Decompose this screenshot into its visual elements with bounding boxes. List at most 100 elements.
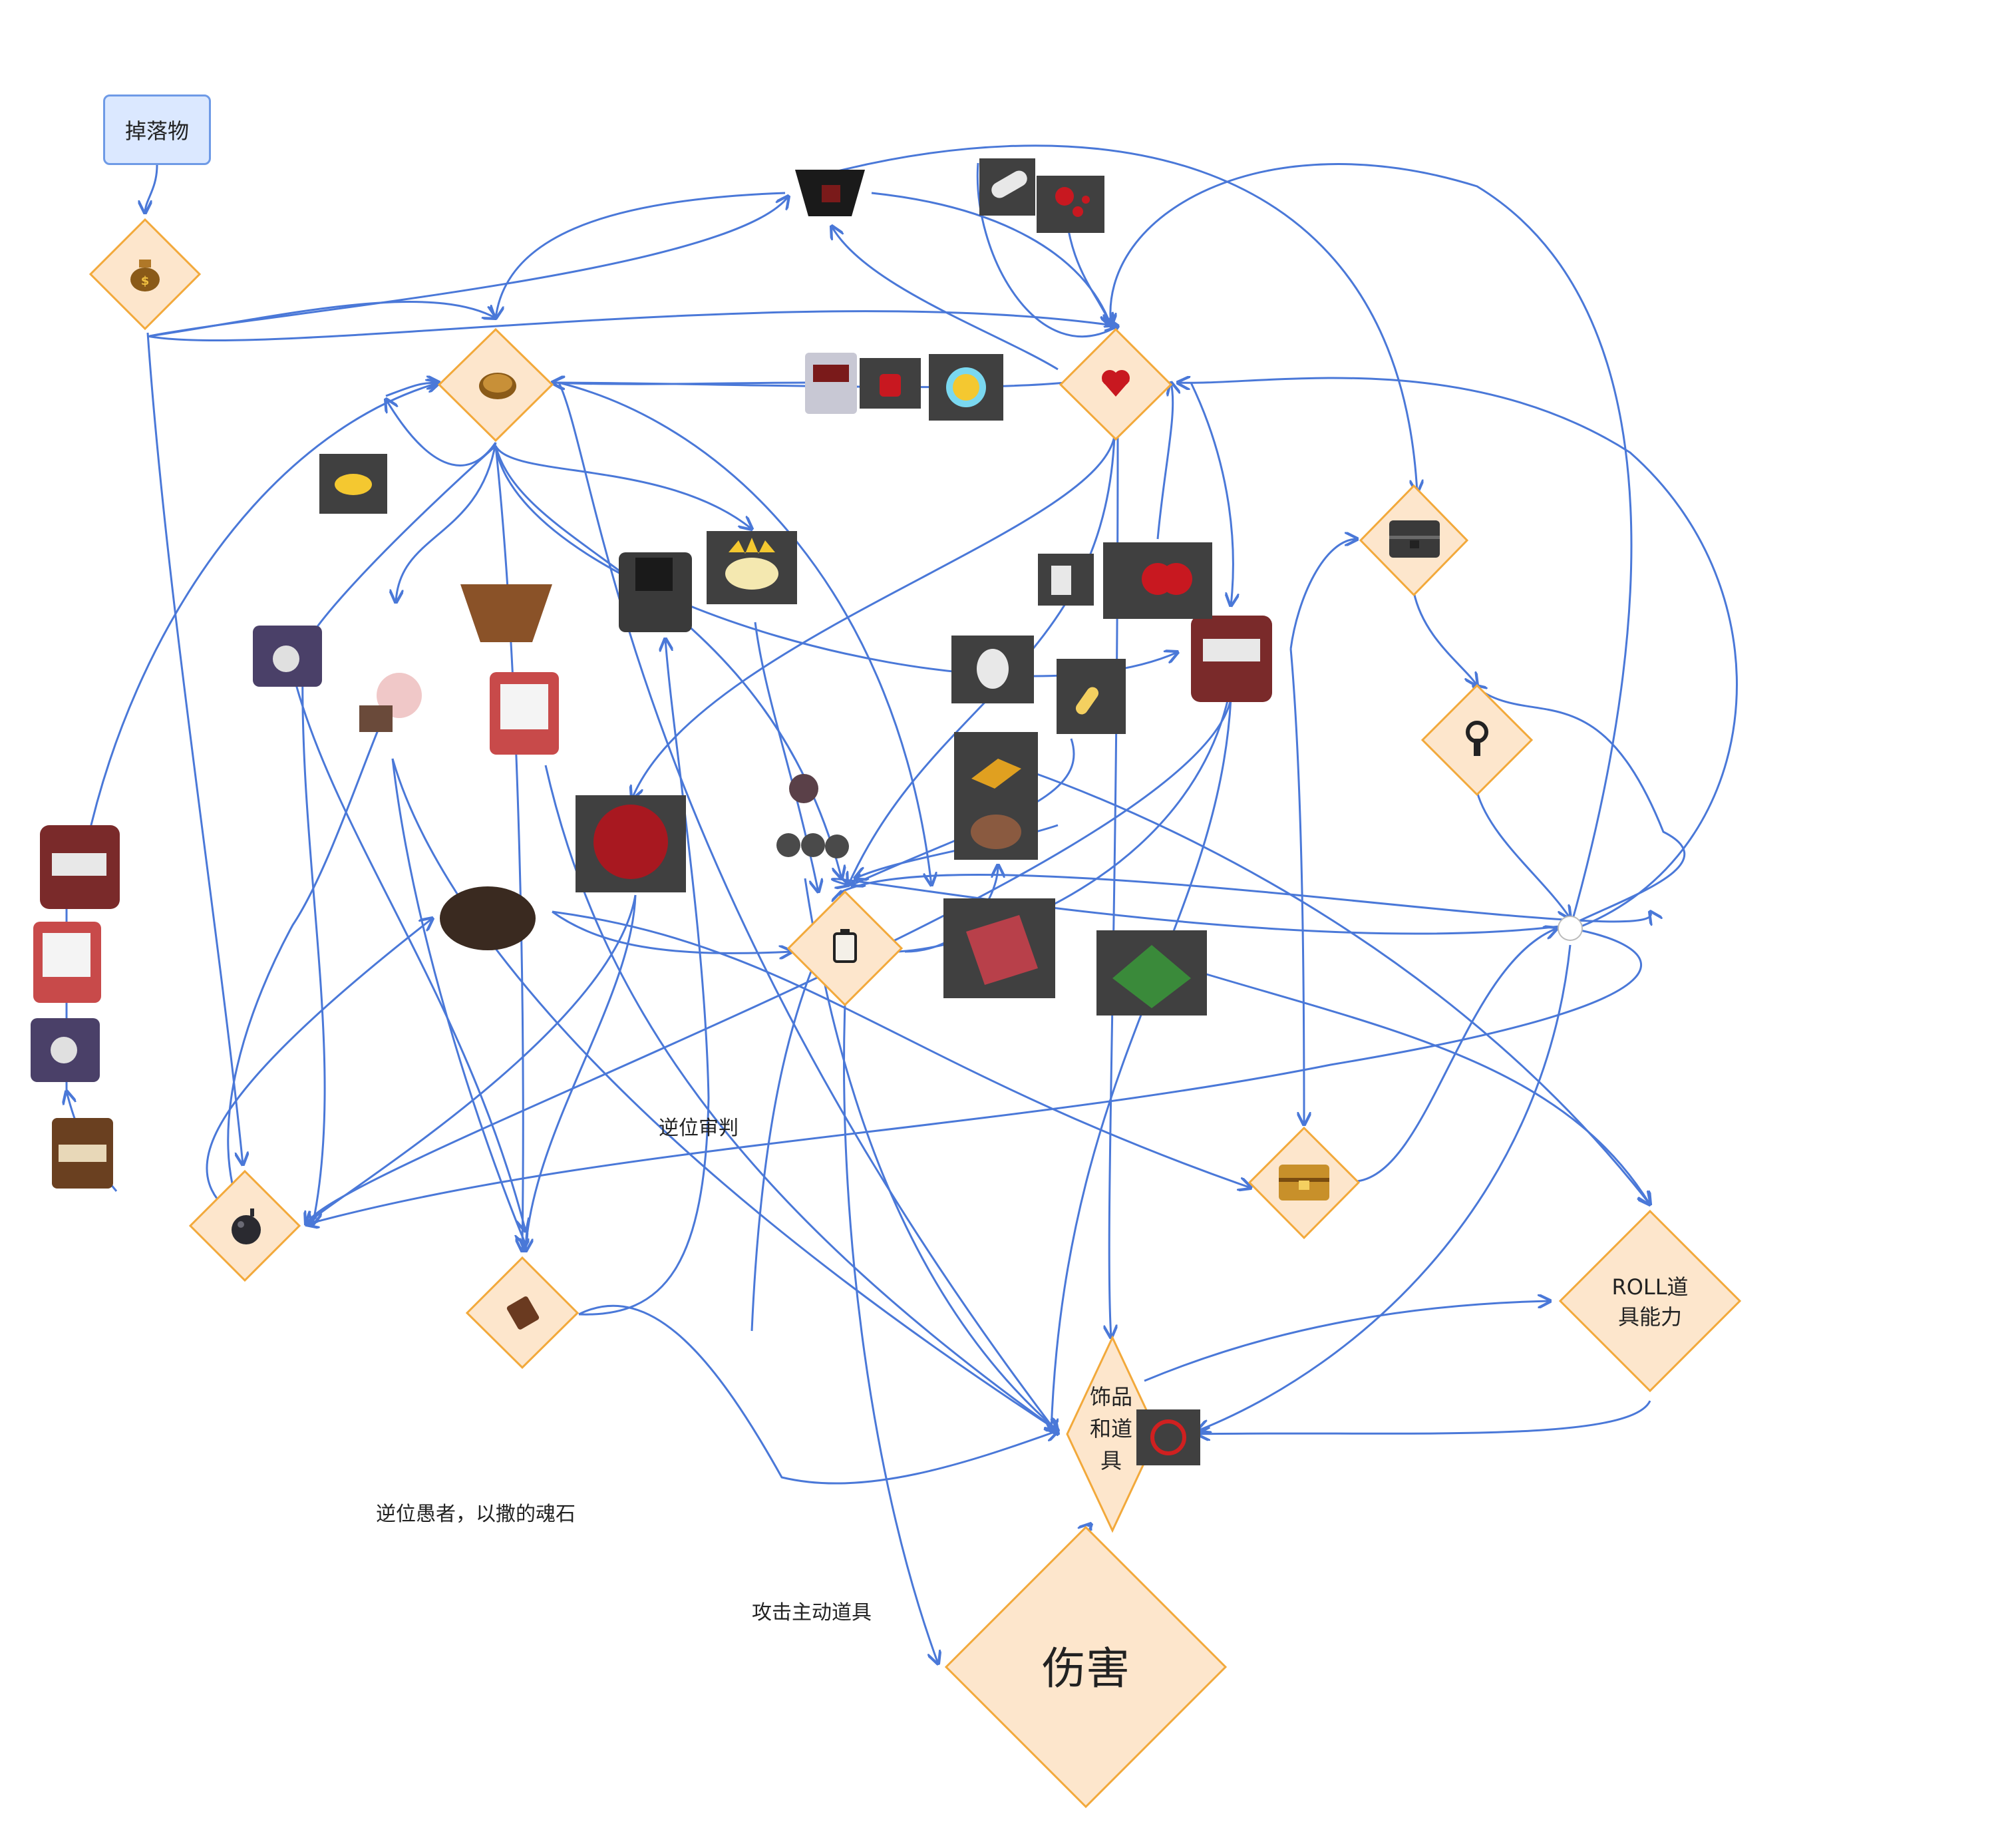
edge bbox=[1031, 771, 1650, 1204]
edge bbox=[299, 445, 497, 1224]
edge bbox=[976, 162, 1118, 337]
edge bbox=[552, 910, 1251, 1188]
edge bbox=[1289, 648, 1304, 1125]
edge bbox=[1197, 970, 1650, 1204]
red-d20-icon bbox=[576, 795, 686, 892]
edge bbox=[494, 445, 752, 529]
edge bbox=[578, 639, 710, 1316]
blood-drops-icon bbox=[1037, 176, 1104, 233]
edge bbox=[558, 381, 931, 885]
node-coin-bag[interactable]: $ bbox=[88, 218, 202, 331]
edge bbox=[1144, 1301, 1550, 1382]
node-penny[interactable] bbox=[437, 327, 554, 443]
start-node-drops[interactable]: 掉落物 bbox=[103, 94, 211, 165]
trinkets-label-line2: 和道 bbox=[1090, 1416, 1132, 1441]
edge bbox=[1357, 928, 1557, 1183]
red-potion-icon bbox=[860, 358, 921, 409]
edge bbox=[496, 192, 786, 318]
node-damage[interactable]: 伤害 bbox=[944, 1525, 1228, 1809]
green-pyramid-icon bbox=[1096, 930, 1207, 1016]
penny-icon bbox=[479, 373, 516, 399]
edge bbox=[1476, 791, 1570, 918]
edge bbox=[843, 1004, 938, 1664]
stone-chest-icon bbox=[1389, 520, 1440, 558]
red-heart-icon bbox=[1102, 370, 1130, 397]
wooden-shop-stand-icon bbox=[460, 584, 552, 642]
red-pentagram-icon bbox=[1136, 1409, 1200, 1465]
edge bbox=[85, 383, 439, 846]
edge bbox=[832, 226, 1059, 371]
golden-penny-eye-icon bbox=[319, 454, 387, 514]
coin-bag-icon: $ bbox=[130, 260, 160, 291]
junction-node bbox=[1558, 916, 1583, 941]
shadow-eye-icon bbox=[951, 636, 1034, 703]
red-cube-icon bbox=[943, 898, 1055, 998]
node-battery[interactable] bbox=[786, 890, 904, 1007]
broken-heart-icon bbox=[1103, 542, 1212, 619]
reverse-fool-label: 逆位愚者，以撒的魂石 bbox=[376, 1503, 576, 1526]
edge bbox=[147, 310, 1118, 342]
edge bbox=[396, 442, 497, 602]
left-slot-machine-icon bbox=[40, 825, 120, 909]
dirt-pile-icon bbox=[440, 886, 536, 950]
golden-chest-icon bbox=[1279, 1165, 1329, 1201]
node-red-heart[interactable] bbox=[1059, 327, 1173, 441]
clock-charm-icon bbox=[929, 354, 1003, 421]
edge bbox=[146, 332, 243, 1165]
edge bbox=[1198, 1400, 1651, 1434]
reroll-machine-icon bbox=[619, 552, 692, 632]
edge bbox=[145, 164, 158, 213]
edge bbox=[1088, 1524, 1091, 1531]
edge bbox=[1198, 944, 1572, 1431]
wooden-slot-icon bbox=[52, 1118, 113, 1189]
battery-icon bbox=[833, 929, 857, 963]
edge bbox=[1110, 163, 1633, 929]
roll-label-line2: 具能力 bbox=[1618, 1304, 1682, 1330]
edge bbox=[1109, 435, 1119, 1338]
reverse-judgement-label: 逆位审判 bbox=[659, 1117, 739, 1140]
edge bbox=[391, 758, 526, 1244]
node-golden-chest[interactable] bbox=[1248, 1126, 1361, 1240]
edge bbox=[804, 144, 1417, 492]
key-icon bbox=[1466, 721, 1488, 756]
sacrifice-altar-icon bbox=[795, 170, 865, 216]
edge bbox=[306, 698, 1232, 1224]
left-beggar-machine-icon bbox=[31, 1018, 100, 1082]
attack-active-label: 攻击主动道具 bbox=[752, 1601, 872, 1624]
card-icon bbox=[506, 1296, 540, 1330]
node-trinkets[interactable]: 饰品 和道 具 bbox=[1066, 1335, 1159, 1533]
hook-plug-icon bbox=[1038, 554, 1094, 606]
trinkets-label-line3: 具 bbox=[1100, 1448, 1122, 1473]
beggar-machine-icon bbox=[253, 626, 322, 687]
edge bbox=[291, 671, 526, 1231]
slot-machine-right-icon bbox=[1191, 616, 1272, 702]
edge bbox=[306, 894, 637, 1224]
skulls-pile-icon bbox=[776, 774, 849, 858]
node-key[interactable] bbox=[1420, 683, 1534, 797]
roll-label-line1: ROLL道 bbox=[1611, 1274, 1688, 1300]
edge bbox=[544, 765, 1058, 1431]
edge bbox=[391, 758, 1058, 1431]
edge bbox=[1474, 685, 1685, 930]
bomb-icon bbox=[232, 1208, 261, 1244]
edge bbox=[578, 1304, 1058, 1485]
node-bomb[interactable] bbox=[188, 1169, 301, 1282]
crane-game-icon bbox=[490, 672, 559, 755]
node-stone-chest[interactable] bbox=[1359, 484, 1469, 597]
node-card[interactable] bbox=[465, 1256, 580, 1370]
edge bbox=[841, 874, 1651, 922]
edge bbox=[1051, 698, 1232, 1431]
edge bbox=[1156, 383, 1173, 540]
edge bbox=[149, 301, 496, 337]
crying-baby-icon bbox=[359, 673, 422, 732]
bandage-icon bbox=[979, 158, 1035, 216]
edge bbox=[306, 927, 1643, 1224]
damage-label: 伤害 bbox=[1042, 1643, 1130, 1694]
edge bbox=[1289, 539, 1357, 649]
edge bbox=[552, 383, 806, 384]
node-roll[interactable]: ROLL道 具能力 bbox=[1558, 1209, 1742, 1393]
edge bbox=[1190, 382, 1233, 606]
trinkets-label-line1: 饰品 bbox=[1090, 1384, 1132, 1409]
blood-bank-machine-icon bbox=[805, 353, 857, 414]
